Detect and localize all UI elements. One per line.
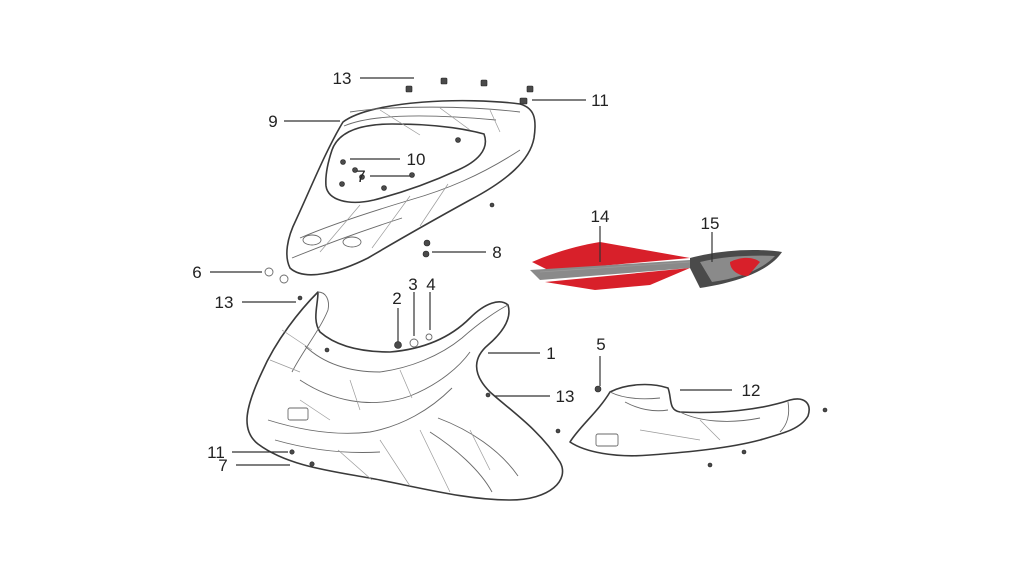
callout-12: 12 [742,381,761,400]
callout-13-right: 13 [556,387,575,406]
callout-2: 2 [392,289,401,308]
callout-8: 8 [492,243,501,262]
upper-front-cover [286,99,536,276]
decal-stripe [530,242,782,290]
nut-part-8 [422,239,431,258]
screws-part-6 [264,267,289,284]
callout-13-top: 13 [333,69,352,88]
callout-11-top: 11 [591,91,609,110]
leader-lines [210,77,732,466]
callout-14: 14 [591,207,610,226]
front-cover [246,291,564,501]
callout-6: 6 [192,263,201,282]
callout-1: 1 [546,344,555,363]
callout-7-bottom: 7 [218,456,227,475]
inner-panel [555,383,828,468]
top-clips [405,77,534,105]
callout-7-upper: 7 [356,167,365,186]
callout-5: 5 [596,335,605,354]
callout-9: 9 [268,112,277,131]
callout-3: 3 [408,275,417,294]
callout-4: 4 [426,275,435,294]
callout-13-left: 13 [215,293,234,312]
callout-11-bottom: 11 [207,443,225,462]
callout-labels: 13 11 9 10 7 14 15 8 6 13 2 3 4 1 5 12 1… [192,69,760,475]
callout-10: 10 [407,150,426,169]
callout-15: 15 [701,214,720,233]
